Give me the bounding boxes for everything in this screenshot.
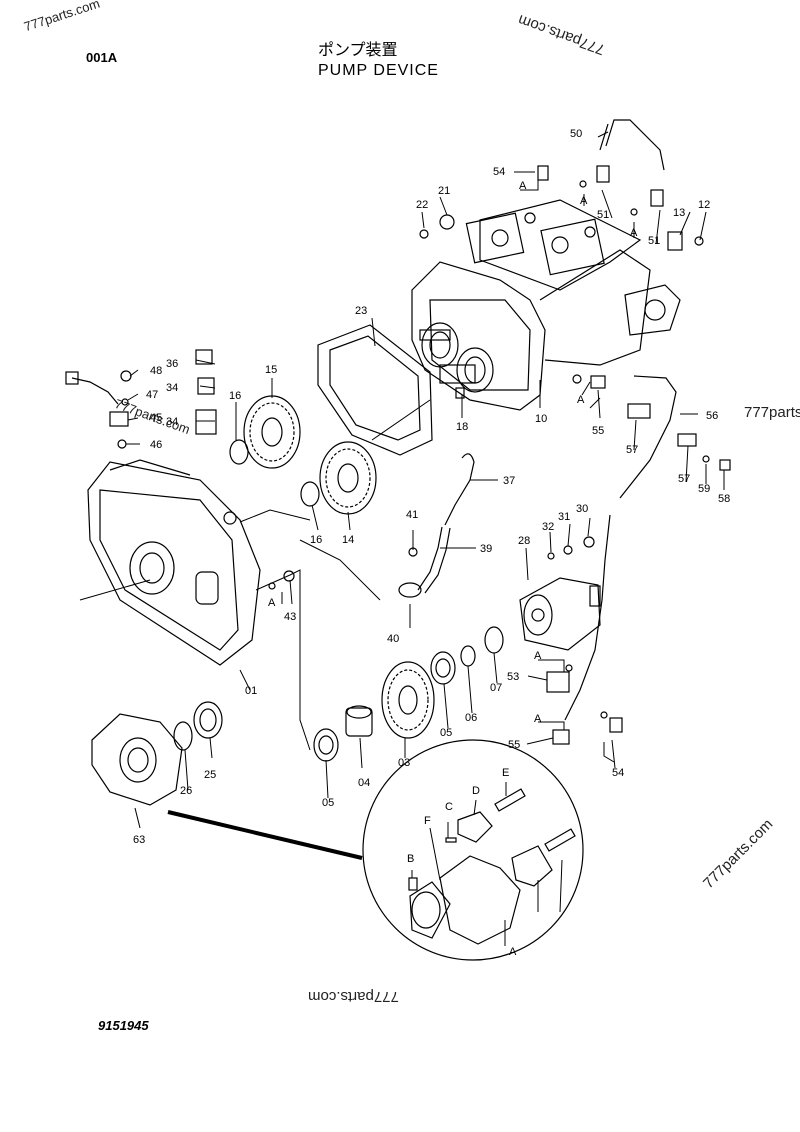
callout-22: 22 (416, 199, 428, 211)
callout-A: A (580, 195, 588, 207)
callout-01: 01 (245, 685, 257, 697)
callout-26: 26 (180, 785, 192, 797)
gear-14 (319, 441, 377, 515)
coupling-63 (91, 713, 183, 806)
callout-63: 63 (133, 834, 145, 846)
leader-lines (79, 131, 725, 946)
callout-A: A (577, 394, 585, 406)
page-code: 001A (86, 50, 118, 65)
callout-41: 41 (406, 509, 418, 521)
pipe-50 (599, 119, 665, 171)
title-english: PUMP DEVICE (318, 62, 439, 79)
pipe-56 (564, 375, 677, 721)
callout-39: 39 (480, 543, 492, 555)
callout-10: 10 (535, 413, 547, 425)
callout-A: A (509, 946, 517, 958)
callout-59: 59 (698, 483, 710, 495)
callout-15: 15 (265, 364, 277, 376)
spacer-06 (460, 645, 476, 667)
callout-F: F (424, 815, 431, 827)
snap-rings-16 (229, 439, 320, 507)
callout-55: 55 (508, 739, 520, 751)
bearing-05-lower (313, 728, 339, 762)
callout-05: 05 (440, 727, 452, 739)
callout-03: 03 (398, 757, 410, 769)
dipstick-37 (444, 453, 475, 526)
gear-03 (381, 661, 435, 739)
gear-15 (243, 395, 301, 469)
callout-48: 48 (150, 365, 162, 377)
callout-56: 56 (706, 410, 718, 422)
callout-36: 36 (166, 358, 178, 370)
callout-32: 32 (542, 521, 554, 533)
title-japanese: ポンプ装置 (318, 40, 398, 59)
oil-tube-39 (398, 526, 451, 598)
callout-14: 14 (342, 534, 354, 546)
main-pump-assembly (411, 199, 681, 411)
callout-45: 45 (150, 412, 162, 424)
callout-53: 53 (507, 671, 519, 683)
callout-50: 50 (570, 128, 582, 140)
callout-40: 40 (387, 633, 399, 645)
callout-46: 46 (150, 439, 162, 451)
bearing-05-upper (430, 651, 456, 685)
callout-31: 31 (558, 511, 570, 523)
callout-07: 07 (490, 682, 502, 694)
bearing-25 (193, 701, 223, 739)
callout-04: 04 (358, 777, 370, 789)
callout-58: 58 (718, 493, 730, 505)
callout-E: E (502, 767, 509, 779)
callout-18: 18 (456, 421, 468, 433)
callout-A: A (519, 180, 527, 192)
callout-21: 21 (438, 185, 450, 197)
callout-55: 55 (592, 425, 604, 437)
document-number: 9151945 (98, 1018, 149, 1033)
callout-13: 13 (673, 207, 685, 219)
gasket (317, 324, 433, 456)
callout-51: 51 (648, 235, 660, 247)
callout-A: A (534, 650, 542, 662)
snap-ring-07 (484, 626, 504, 654)
snap-ring-26 (173, 721, 193, 751)
callout-57: 57 (678, 473, 690, 485)
shaft-04 (345, 705, 373, 737)
callout-16: 16 (310, 534, 322, 546)
callout-28: 28 (518, 535, 530, 547)
callout-51: 51 (597, 209, 609, 221)
callout-47: 47 (146, 389, 158, 401)
callout-57: 57 (626, 444, 638, 456)
callout-16: 16 (229, 390, 241, 402)
callout-A: A (534, 713, 542, 725)
pump-housing (87, 459, 295, 666)
callout-C: C (445, 801, 453, 813)
sensor-connector (65, 371, 79, 385)
callout-34: 34 (166, 416, 178, 428)
callout-12: 12 (698, 199, 710, 211)
callout-B: B (407, 853, 414, 865)
callout-A: A (268, 597, 276, 609)
callout-54: 54 (493, 166, 505, 178)
sensor-wire (71, 377, 119, 405)
callout-34: 34 (166, 382, 178, 394)
callout-37: 37 (503, 475, 515, 487)
callout-05: 05 (322, 797, 334, 809)
callout-23: 23 (355, 305, 367, 317)
gear-pump-28 (519, 577, 601, 651)
callout-30: 30 (576, 503, 588, 515)
callout-54: 54 (612, 767, 624, 779)
watermark: 777parts (744, 404, 800, 421)
callout-A: A (630, 227, 638, 239)
callout-D: D (472, 785, 480, 797)
detail-view-circle (167, 739, 584, 961)
callout-43: 43 (284, 611, 296, 623)
callout-25: 25 (204, 769, 216, 781)
callout-06: 06 (465, 712, 477, 724)
